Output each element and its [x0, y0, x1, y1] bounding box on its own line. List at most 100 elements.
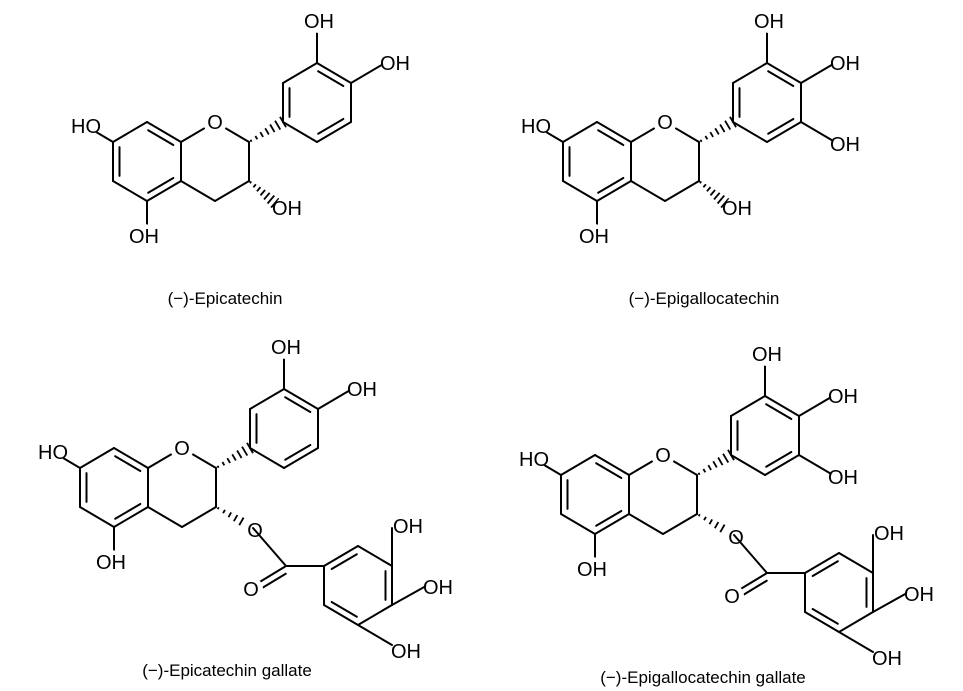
b-ring-bond: [316, 62, 352, 84]
b-ring-double-bond: [317, 70, 345, 88]
hash-stroke: [716, 195, 725, 205]
hash-stroke: [713, 192, 721, 201]
galloyl-oh-4-label-mask: [426, 575, 450, 599]
hash-stroke: [714, 127, 720, 135]
b-ring-double-bond: [767, 117, 795, 135]
hashed-bond-c2-b-ring: [697, 449, 735, 476]
hash-stroke: [249, 139, 253, 143]
a-ring-bond: [562, 180, 598, 202]
bond-5p-oh: [800, 121, 836, 143]
ring-oxygen-label: O: [207, 112, 223, 134]
oh-3p-label: OH: [271, 337, 301, 359]
oh-5-label-mask: [580, 557, 604, 581]
ho-7-label: HO: [519, 449, 549, 471]
oh-4p-label-mask: [383, 51, 407, 75]
hash-stroke: [712, 460, 718, 468]
oh-4p-label-mask: [833, 51, 857, 75]
b-ring-bond: [766, 121, 802, 143]
b-ring-double-bond: [284, 443, 312, 461]
hash-stroke: [252, 183, 257, 188]
oh-4p-label: OH: [830, 53, 860, 75]
galloyl-ring-double-bond: [330, 553, 358, 571]
ring-oxygen-label-mask: [170, 436, 194, 460]
hash-stroke: [702, 183, 707, 188]
a-ring-bond: [79, 506, 115, 528]
c-ring-bond: [147, 506, 183, 528]
b-ring-bond: [730, 454, 766, 476]
ho-7-label-mask: [522, 447, 546, 471]
a-ring-bond: [146, 121, 182, 143]
galloyl-ring-bond: [323, 545, 359, 567]
carbonyl-oxygen-label-mask: [239, 577, 263, 601]
hashed-bond-c2-b-ring: [699, 116, 737, 143]
hash-stroke: [222, 509, 226, 514]
b-ring-bond: [249, 388, 285, 410]
hash-stroke: [238, 517, 245, 526]
a-ring-bond: [112, 180, 148, 202]
b-ring-bond: [282, 62, 318, 84]
b-ring-double-bond: [765, 450, 793, 468]
hash-stroke: [263, 192, 271, 201]
bond-galloyl-oh: [357, 624, 393, 646]
ring-oxygen-label: O: [657, 112, 673, 134]
oh-4p-label: OH: [380, 53, 410, 75]
galloyl-ring-bond: [838, 611, 874, 633]
oh-3-label-mask: [725, 196, 749, 220]
oh-3p-label-mask: [307, 9, 331, 33]
galloyl-oh-3-label-mask: [877, 521, 901, 545]
oh-3-label-mask: [275, 196, 299, 220]
hash-stroke: [722, 453, 730, 464]
c-ring-bond: [181, 506, 217, 528]
caption-epicatechin: (−)-Epicatechin: [168, 289, 283, 308]
c-ring-bond: [662, 513, 698, 535]
galloyl-ring-double-bond: [330, 600, 358, 618]
b-ring-double-bond: [765, 403, 793, 421]
a-ring-bond: [113, 447, 149, 469]
ho-7-label: HO: [71, 116, 101, 138]
a-ring-double-bond: [147, 129, 175, 147]
bond-4p-oh: [800, 62, 836, 84]
hash-stroke: [249, 180, 252, 184]
galloyl-ring-bond: [838, 552, 874, 574]
hash-stroke: [709, 189, 716, 196]
hash-stroke: [221, 461, 226, 466]
a-ring-bond: [596, 121, 632, 143]
hash-stroke: [216, 465, 220, 469]
hash-stroke: [697, 472, 701, 476]
hashed-bond-c3-oh: [699, 180, 730, 209]
hashed-bond-c2-b-ring: [216, 442, 254, 469]
oh-5-label: OH: [579, 226, 609, 248]
galloyl-oh-5-label-mask: [875, 646, 899, 670]
hash-stroke: [231, 453, 237, 461]
a-ring-bond: [79, 447, 115, 469]
b-ring-bond: [732, 62, 768, 84]
caption-epigallocatechin: (−)-Epigallocatechin: [629, 289, 780, 308]
ring-oxygen-label: O: [174, 438, 190, 460]
c-ring-bond: [214, 180, 250, 202]
hash-stroke: [707, 464, 712, 471]
hash-stroke: [702, 468, 707, 473]
hash-stroke: [264, 127, 270, 135]
b-ring-bond: [283, 388, 319, 410]
bond-5p-oh: [798, 454, 834, 476]
b-ring-bond: [732, 121, 768, 143]
hash-stroke: [717, 457, 724, 466]
a-ring-double-bond: [114, 502, 142, 520]
b-ring-bond: [282, 121, 318, 143]
a-ring-double-bond: [595, 509, 623, 527]
galloyl-ring-bond: [323, 604, 359, 626]
oh-5p-label-mask: [831, 465, 855, 489]
a-ring-bond: [146, 180, 182, 202]
ho-7-label-mask: [41, 440, 65, 464]
a-ring-bond: [112, 121, 148, 143]
hash-stroke: [254, 135, 259, 140]
a-ring-double-bond: [597, 176, 625, 194]
ester-bond: [252, 527, 287, 567]
hash-stroke: [720, 197, 730, 209]
bond-galloyl-oh: [872, 592, 908, 613]
caption-epigallocatechin-gallate: (−)-Epigallocatechin gallate: [600, 668, 806, 687]
galloyl-oh-5-label-mask: [394, 639, 418, 663]
a-ring-bond: [594, 454, 630, 476]
